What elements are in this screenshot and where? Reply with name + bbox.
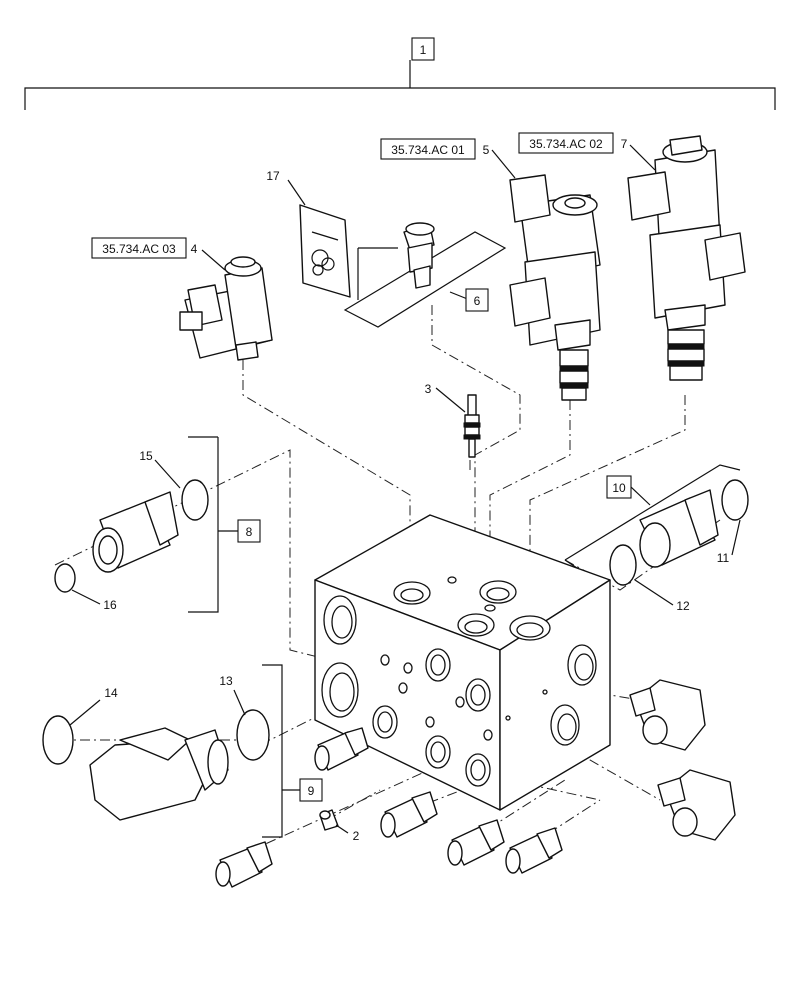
- side-ports: [505, 644, 597, 746]
- callout-1[interactable]: 1: [420, 43, 427, 57]
- callout-14[interactable]: 14: [104, 686, 118, 700]
- reference-ac02[interactable]: 35.734.AC 02: [529, 137, 603, 151]
- plug-2[interactable]: 2: [319, 809, 360, 843]
- callout-12[interactable]: 12: [676, 599, 690, 613]
- plug-cartridge[interactable]: 6: [343, 222, 507, 328]
- assembly-bracket: 1: [24, 37, 776, 110]
- callout-13[interactable]: 13: [219, 674, 233, 688]
- callout-16[interactable]: 16: [103, 598, 117, 612]
- callout-10[interactable]: 10: [612, 481, 626, 495]
- solenoid-coil-4[interactable]: 35.734.AC 03 4: [91, 237, 273, 361]
- valve-body[interactable]: [314, 514, 611, 811]
- elbow-right-top[interactable]: [629, 679, 706, 751]
- reference-ac03[interactable]: 35.734.AC 03: [102, 242, 176, 256]
- fitting-8[interactable]: 8 15 16: [54, 436, 261, 613]
- callout-2[interactable]: 2: [353, 829, 360, 843]
- callout-5[interactable]: 5: [483, 143, 490, 157]
- elbow-fitting-14[interactable]: 14 13: [42, 674, 270, 821]
- callout-3[interactable]: 3: [425, 382, 432, 396]
- callout-9[interactable]: 9: [308, 784, 315, 798]
- top-ports: [393, 576, 551, 641]
- adapter-right-2: [505, 827, 563, 874]
- callout-17[interactable]: 17: [266, 169, 280, 183]
- o-ring-icon: [311, 231, 339, 276]
- fittings-group-9[interactable]: 9: [215, 664, 563, 888]
- elbow-right-bottom[interactable]: [657, 769, 736, 841]
- callout-15[interactable]: 15: [139, 449, 153, 463]
- solenoid-valve-5[interactable]: 35.734.AC 01 5: [380, 138, 601, 401]
- callout-11[interactable]: 11: [717, 551, 730, 565]
- adapter-left-bottom: [215, 841, 273, 888]
- callout-7[interactable]: 7: [621, 137, 628, 151]
- adapter-right-1: [447, 819, 505, 866]
- solenoid-valve-7[interactable]: 35.734.AC 02 7: [518, 132, 746, 381]
- seal-kit-bag[interactable]: 17: [266, 169, 351, 298]
- adapter-mid: [380, 791, 438, 838]
- adapter-left-top: [314, 727, 369, 771]
- callout-4[interactable]: 4: [191, 242, 198, 256]
- spool-3[interactable]: 3: [425, 382, 481, 458]
- callout-8[interactable]: 8: [246, 525, 253, 539]
- fitting-10[interactable]: 10 11 12: [564, 464, 749, 613]
- callout-6[interactable]: 6: [474, 294, 481, 308]
- front-ports: [321, 595, 493, 787]
- reference-ac01[interactable]: 35.734.AC 01: [391, 143, 465, 157]
